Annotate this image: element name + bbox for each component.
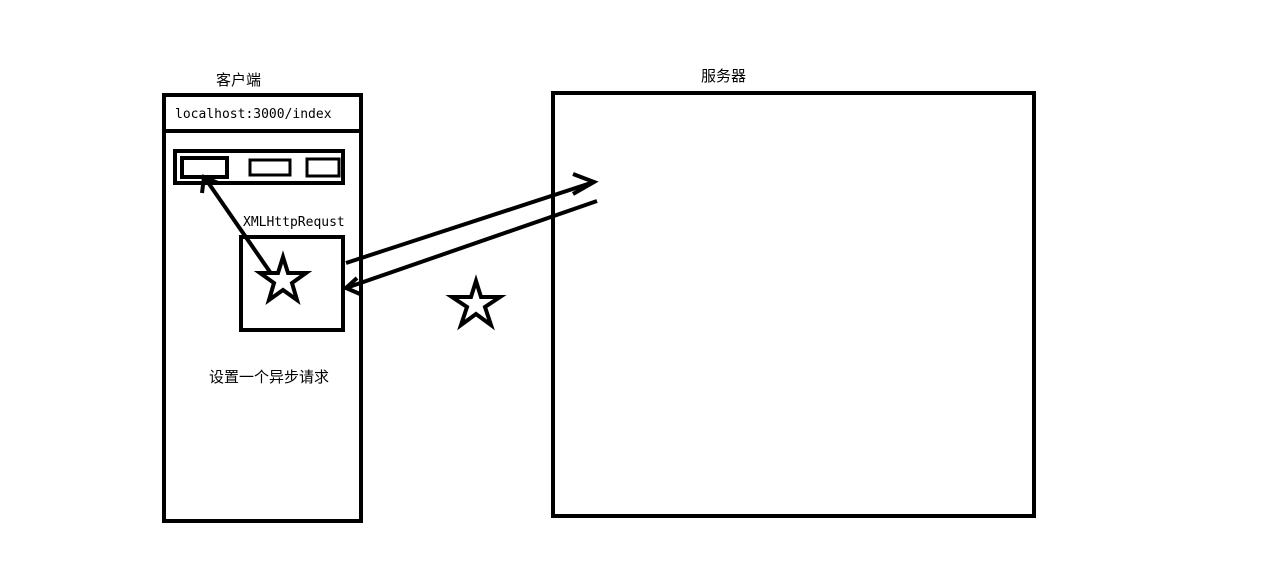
update-arrow-head xyxy=(200,174,219,194)
client-title: 客户端 xyxy=(216,71,262,89)
xhr-box xyxy=(239,235,345,332)
toolbar-box-2 xyxy=(248,158,292,177)
client-url: localhost:3000/index xyxy=(175,107,332,122)
async-request-note: 设置一个异步请求 xyxy=(209,368,330,386)
xhr-label: XMLHttpRequst xyxy=(243,215,345,230)
toolbar-box-3 xyxy=(305,157,341,178)
server-box xyxy=(551,91,1036,518)
client-window xyxy=(162,93,363,523)
client-toolbar xyxy=(173,149,345,185)
toolbar-box-1 xyxy=(180,156,229,179)
request-arrow-head xyxy=(572,172,599,196)
update-arrow-line xyxy=(203,176,272,274)
server-title: 服务器 xyxy=(701,67,747,85)
data-star-icon xyxy=(445,274,507,331)
star-icon xyxy=(253,250,313,305)
request-arrow-line xyxy=(345,180,595,265)
response-arrow-line xyxy=(345,199,598,290)
response-arrow-head xyxy=(342,276,361,296)
